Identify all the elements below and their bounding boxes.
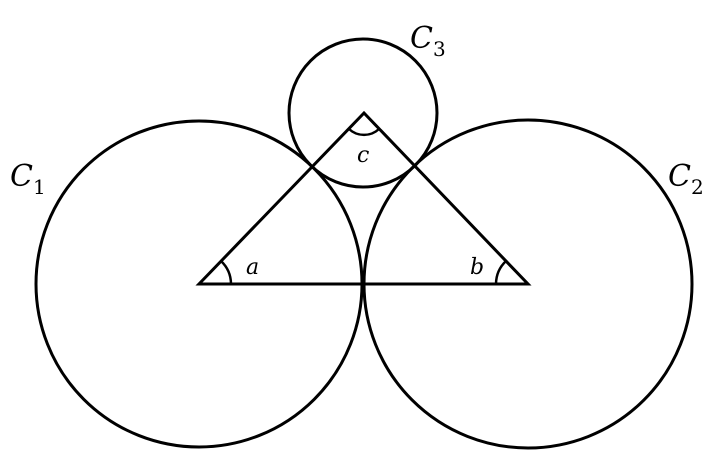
label-angle-a: a (246, 255, 259, 280)
label-angle-b: b (470, 255, 484, 280)
label-c3: C3 (410, 21, 446, 61)
label-angle-c: c (357, 143, 369, 168)
label-c1: C1 (10, 159, 46, 199)
circle-c3 (287, 37, 439, 189)
label-c2: C2 (668, 159, 704, 199)
triangle (195, 110, 532, 286)
angle-c-arc (348, 128, 380, 137)
angle-a-arc (220, 260, 233, 285)
angle-b-arc (494, 260, 507, 285)
